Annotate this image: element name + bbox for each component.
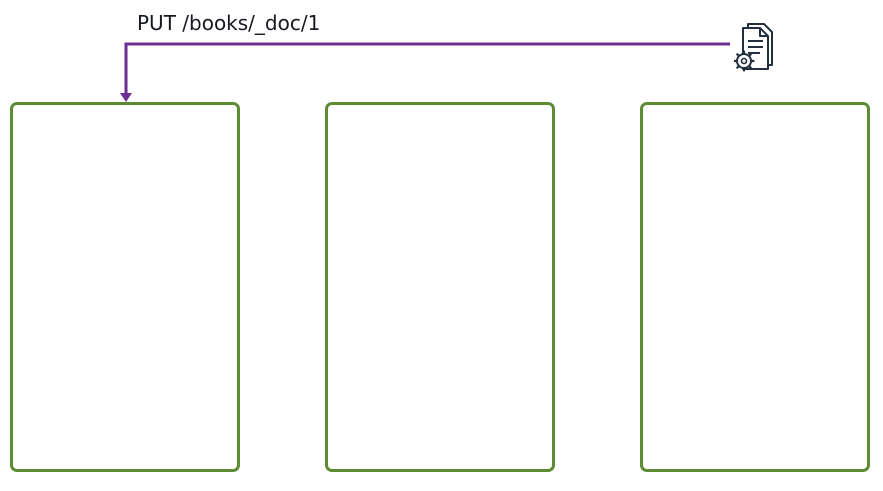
document-settings-icon — [734, 23, 773, 72]
node-box-2 — [325, 102, 555, 472]
node-box-3 — [640, 102, 870, 472]
request-arrowhead — [120, 93, 132, 102]
node-box-1 — [10, 102, 240, 472]
request-label: PUT /books/_doc/1 — [137, 11, 321, 35]
request-arrow-line — [124, 42, 730, 94]
